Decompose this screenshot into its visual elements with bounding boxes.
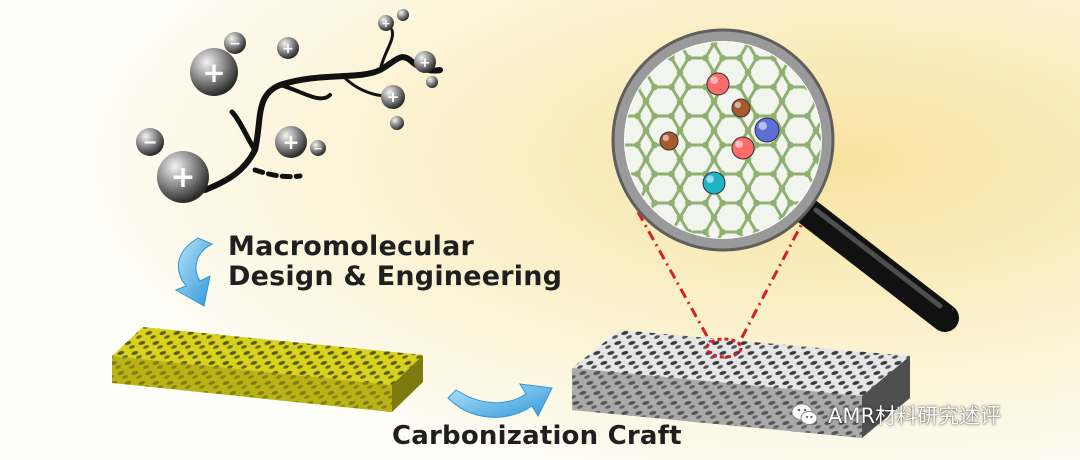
zoom-guide-line xyxy=(736,211,810,346)
dopant-atom xyxy=(731,136,755,160)
zoom-guide-line xyxy=(636,211,714,346)
svg-text:+: + xyxy=(387,88,400,106)
dopant-atom-highlight xyxy=(710,76,719,84)
cation-ion: + xyxy=(381,85,405,109)
watermark: AMR材料研究述评 xyxy=(790,400,1001,430)
dopant-atom-highlight xyxy=(662,134,669,142)
wechat-icon xyxy=(791,403,818,425)
anion-ion xyxy=(426,76,438,88)
svg-text:+: + xyxy=(283,130,300,154)
curved-down-arrow-icon xyxy=(174,237,214,307)
dopant-atom-highlight xyxy=(734,101,741,108)
polymer-porous-sheet xyxy=(112,327,423,412)
svg-text:+: + xyxy=(381,17,390,30)
cation-ion: + xyxy=(414,51,436,73)
anion-ion xyxy=(397,9,409,21)
step-label-carbonization: Carbonization Craft xyxy=(392,421,682,451)
svg-text:+: + xyxy=(170,160,195,195)
dopant-atom-highlight xyxy=(758,121,767,130)
anion-ion: − xyxy=(310,140,326,156)
svg-text:−: − xyxy=(229,36,241,52)
dopant-atoms xyxy=(659,72,780,195)
dopant-atom-highlight xyxy=(706,175,715,183)
svg-text:+: + xyxy=(202,56,225,89)
svg-text:+: + xyxy=(282,41,294,57)
anion-ion xyxy=(390,116,404,130)
dopant-atom xyxy=(731,98,751,118)
anion-ion: − xyxy=(136,128,164,156)
dopant-atom-highlight xyxy=(735,140,744,148)
svg-text:−: − xyxy=(313,142,322,155)
carbon-porous-sheet xyxy=(572,330,910,438)
cation-ion: + xyxy=(190,48,238,96)
step-label-line: Design & Engineering xyxy=(228,261,563,293)
dopant-atom xyxy=(702,171,726,195)
cation-ion: + xyxy=(277,37,299,59)
watermark-text: AMR材料研究述评 xyxy=(828,404,1002,428)
dopant-atom xyxy=(754,117,780,143)
anion-ion: − xyxy=(224,32,246,54)
svg-text:−: − xyxy=(142,132,157,153)
step-label-line: Macromolecular xyxy=(228,231,475,262)
step-label-macromolecular-design: Macromolecular Design & Engineering xyxy=(228,231,563,293)
zoom-region-marker xyxy=(705,337,743,359)
cation-ion: + xyxy=(157,151,209,203)
cation-ion: + xyxy=(275,126,307,158)
polymer-chain xyxy=(202,28,443,193)
cation-ion: + xyxy=(378,15,394,31)
svg-text:+: + xyxy=(420,56,431,71)
dopant-atom xyxy=(706,72,730,96)
curved-right-arrow-icon xyxy=(447,383,553,418)
dopant-atom xyxy=(659,131,679,151)
